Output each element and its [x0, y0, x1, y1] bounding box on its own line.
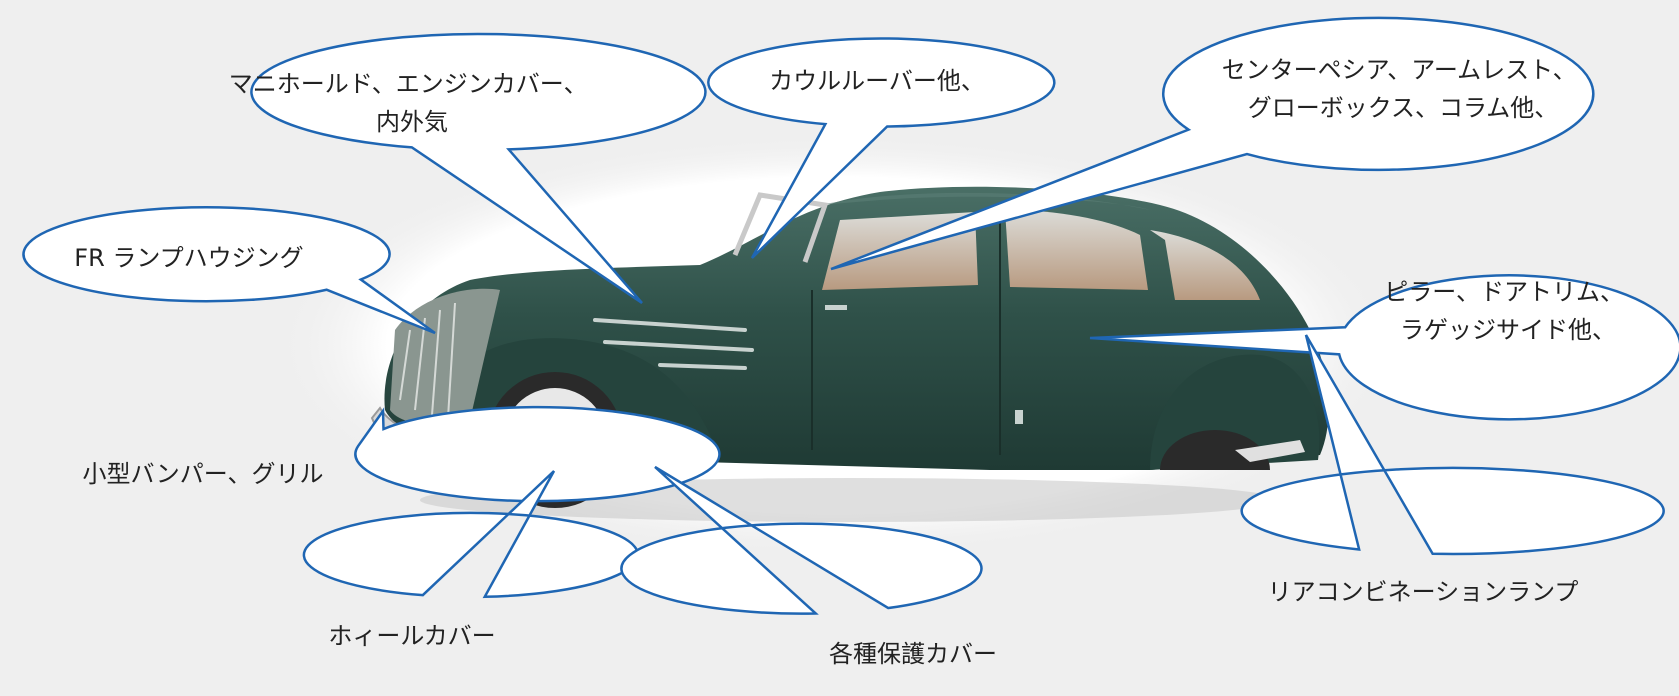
callout-cowl-bubble — [707, 37, 1056, 259]
callout-pillar-line-1: ピラー、ドアトリム、 — [1384, 278, 1624, 306]
callout-pillar-line-2: ラゲッジサイド他、 — [1400, 316, 1616, 344]
callout-manifold-line-1: マニホールド、エンジンカバー、 — [229, 70, 588, 98]
callout-rear-lamp-text: リアコンビネーションランプ — [1268, 578, 1579, 606]
callout-wheel-cover-text: ホィールカバー — [328, 622, 495, 650]
callout-cowl-line-1: カウルルーバー他、 — [769, 67, 985, 95]
door-handle-rear — [1015, 410, 1023, 424]
callout-manifold-text: マニホールド、エンジンカバー、 内外気 — [229, 70, 595, 136]
callout-wheel-cover-line-1: ホィールカバー — [328, 622, 495, 650]
callout-manifold-bubble — [250, 32, 707, 305]
rear-wheel — [1160, 430, 1270, 470]
callout-lamp-housing-text: FR ランプハウジング — [74, 244, 303, 272]
callout-console-line-2: グローボックス、コラム他、 — [1248, 94, 1559, 122]
rear-emblem — [1235, 440, 1305, 462]
callout-console-text: センターペシア、アームレスト、 グローボックス、コラム他、 — [1222, 56, 1585, 122]
callout-rear-lamp-line-1: リアコンビネーションランプ — [1268, 578, 1579, 606]
grille-bars — [399, 302, 456, 419]
callout-wheel-cover-bubble — [302, 470, 640, 599]
callout-manifold-line-2: 内外気 — [376, 108, 448, 136]
rear-door-window — [1005, 210, 1148, 290]
callout-protect-cover-line-1: 各種保護カバー — [829, 640, 997, 668]
callout-pillar-bubble — [1089, 274, 1679, 421]
callout-protect-cover-text: 各種保護カバー — [829, 640, 997, 668]
callout-lamp-housing-line-1: FR ランプハウジング — [74, 244, 303, 272]
callout-console-bubble — [830, 16, 1595, 271]
callout-lamp-housing-bubble — [22, 205, 436, 335]
callout-pillar-text: ピラー、ドアトリム、 ラゲッジサイド他、 — [1384, 278, 1631, 344]
callout-bumper-bubble — [354, 405, 721, 503]
door-handle-front — [825, 305, 847, 310]
hood-louvers — [593, 318, 754, 370]
callout-console-line-1: センターペシア、アームレスト、 — [1222, 56, 1577, 84]
callout-cowl-text: カウルルーバー他、 — [769, 67, 985, 95]
callout-rear-lamp-bubble — [1240, 334, 1665, 556]
callout-bumper-line-1: 小型バンパー、グリル — [83, 460, 324, 488]
callout-protect-cover-bubble — [620, 465, 983, 615]
callout-bumper-text: 小型バンパー、グリル — [83, 460, 324, 488]
roof-highlight — [820, 192, 1150, 210]
quarter-window — [1150, 230, 1260, 300]
